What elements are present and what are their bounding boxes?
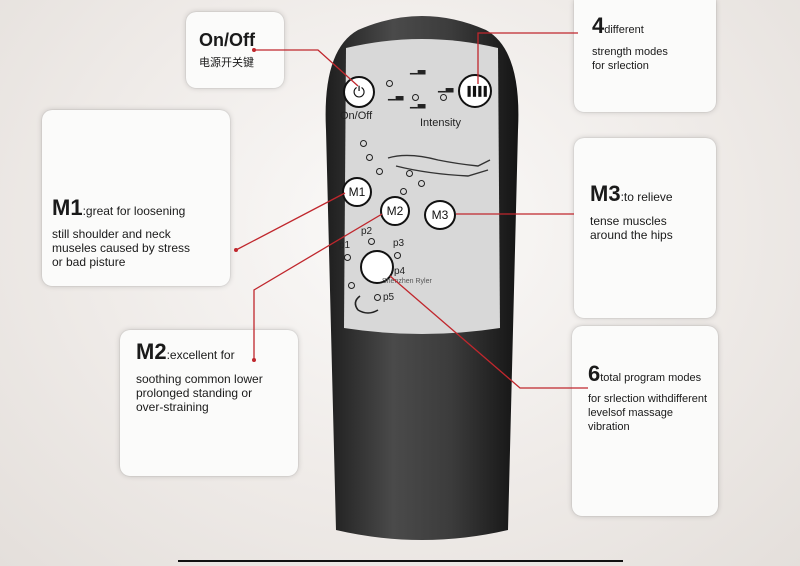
strength-number: 4	[592, 13, 605, 38]
m1-line2: still shoulder and neck	[52, 227, 171, 241]
zone-led	[366, 154, 373, 161]
zone-led	[376, 168, 383, 175]
reclined-person-icon	[387, 154, 491, 177]
power-icon: ⏻	[353, 83, 365, 101]
power-button[interactable]: ⏻	[343, 76, 375, 108]
strength-word: different	[604, 24, 644, 36]
indicator-led	[440, 94, 447, 101]
onoff-card-title: On/Off	[199, 30, 255, 50]
onoff-card-subtitle: 电源开关键	[199, 57, 254, 69]
program-card: 6total program modes for srlection withd…	[572, 326, 718, 516]
p1-label: p1	[339, 240, 351, 251]
program-led	[374, 294, 381, 301]
zone-led	[418, 180, 425, 187]
m1-card: M1:great for loosening still shoulder an…	[42, 110, 230, 286]
m3-line2: tense muscles	[590, 214, 667, 228]
m2-line2: soothing common lower	[136, 372, 263, 386]
m2-card-heading: M2:excellent for	[136, 341, 235, 363]
m1-line4: or bad pisture	[52, 255, 126, 269]
program-led	[394, 252, 401, 259]
strength-line2: strength modes	[592, 46, 668, 58]
level-indicator-icon: ▁▃	[410, 64, 426, 75]
indicator-led	[386, 80, 393, 87]
program-led	[344, 254, 351, 261]
strength-card: 4different strength modes for srlection	[574, 0, 716, 112]
program-line4: vibration	[588, 421, 630, 433]
m2-button[interactable]: M2	[380, 196, 410, 226]
zone-led	[406, 170, 413, 177]
level-indicator-icon: ▁▃	[438, 82, 454, 93]
m2-title: M2	[136, 339, 167, 364]
m1-card-heading: M1:great for loosening	[52, 197, 186, 219]
zone-led	[400, 188, 407, 195]
program-card-heading: 6total program modes	[588, 363, 702, 386]
program-led	[348, 282, 355, 289]
program-line3: levelsof massage	[588, 407, 673, 419]
zone-led	[360, 140, 367, 147]
m2-card: M2:excellent for soothing common lower p…	[120, 330, 298, 476]
intensity-button[interactable]: ▐▐▐▐	[458, 74, 492, 108]
m2-line4: over-straining	[136, 400, 209, 414]
p5-label: p5	[383, 292, 395, 303]
p3-label: p3	[393, 238, 405, 249]
m3-lead: :to relieve	[620, 190, 673, 204]
onoff-remote-label: On/Off	[340, 110, 373, 122]
program-lead: total program modes	[600, 372, 702, 384]
intensity-bars-icon: ▐▐▐▐	[464, 86, 486, 96]
level-indicator-icon: ▁▃	[410, 98, 426, 109]
strength-line3: for srlection	[592, 60, 649, 72]
p4-label: p4	[394, 266, 406, 277]
m3-button[interactable]: M3	[424, 200, 456, 230]
m1-lead: :great for loosening	[82, 204, 186, 218]
indicator-led	[412, 94, 419, 101]
m2-lead: :excellent for	[166, 348, 235, 362]
m1-title: M1	[52, 195, 83, 220]
level-indicator-icon: ▁▃	[388, 90, 404, 101]
bottom-divider	[178, 560, 623, 562]
m3-title: M3	[590, 181, 621, 206]
program-number: 6	[588, 361, 601, 386]
program-led	[368, 238, 375, 245]
center-button-text: Shenzhen Ryler	[382, 278, 432, 285]
strength-card-heading: 4different	[592, 15, 644, 38]
m3-line3: around the hips	[590, 228, 673, 242]
intensity-label: Intensity	[420, 117, 461, 129]
p2-label: p2	[361, 226, 373, 237]
m3-card: M3:to relieve tense muscles around the h…	[574, 138, 716, 318]
m1-line3: museles caused by stress	[52, 241, 191, 255]
m3-card-heading: M3:to relieve	[590, 183, 673, 205]
m1-button[interactable]: M1	[342, 177, 372, 207]
m2-line3: prolonged standing or	[136, 386, 253, 400]
onoff-card: On/Off 电源开关键	[186, 12, 284, 88]
program-line2: for srlection withdifferent	[588, 393, 708, 405]
